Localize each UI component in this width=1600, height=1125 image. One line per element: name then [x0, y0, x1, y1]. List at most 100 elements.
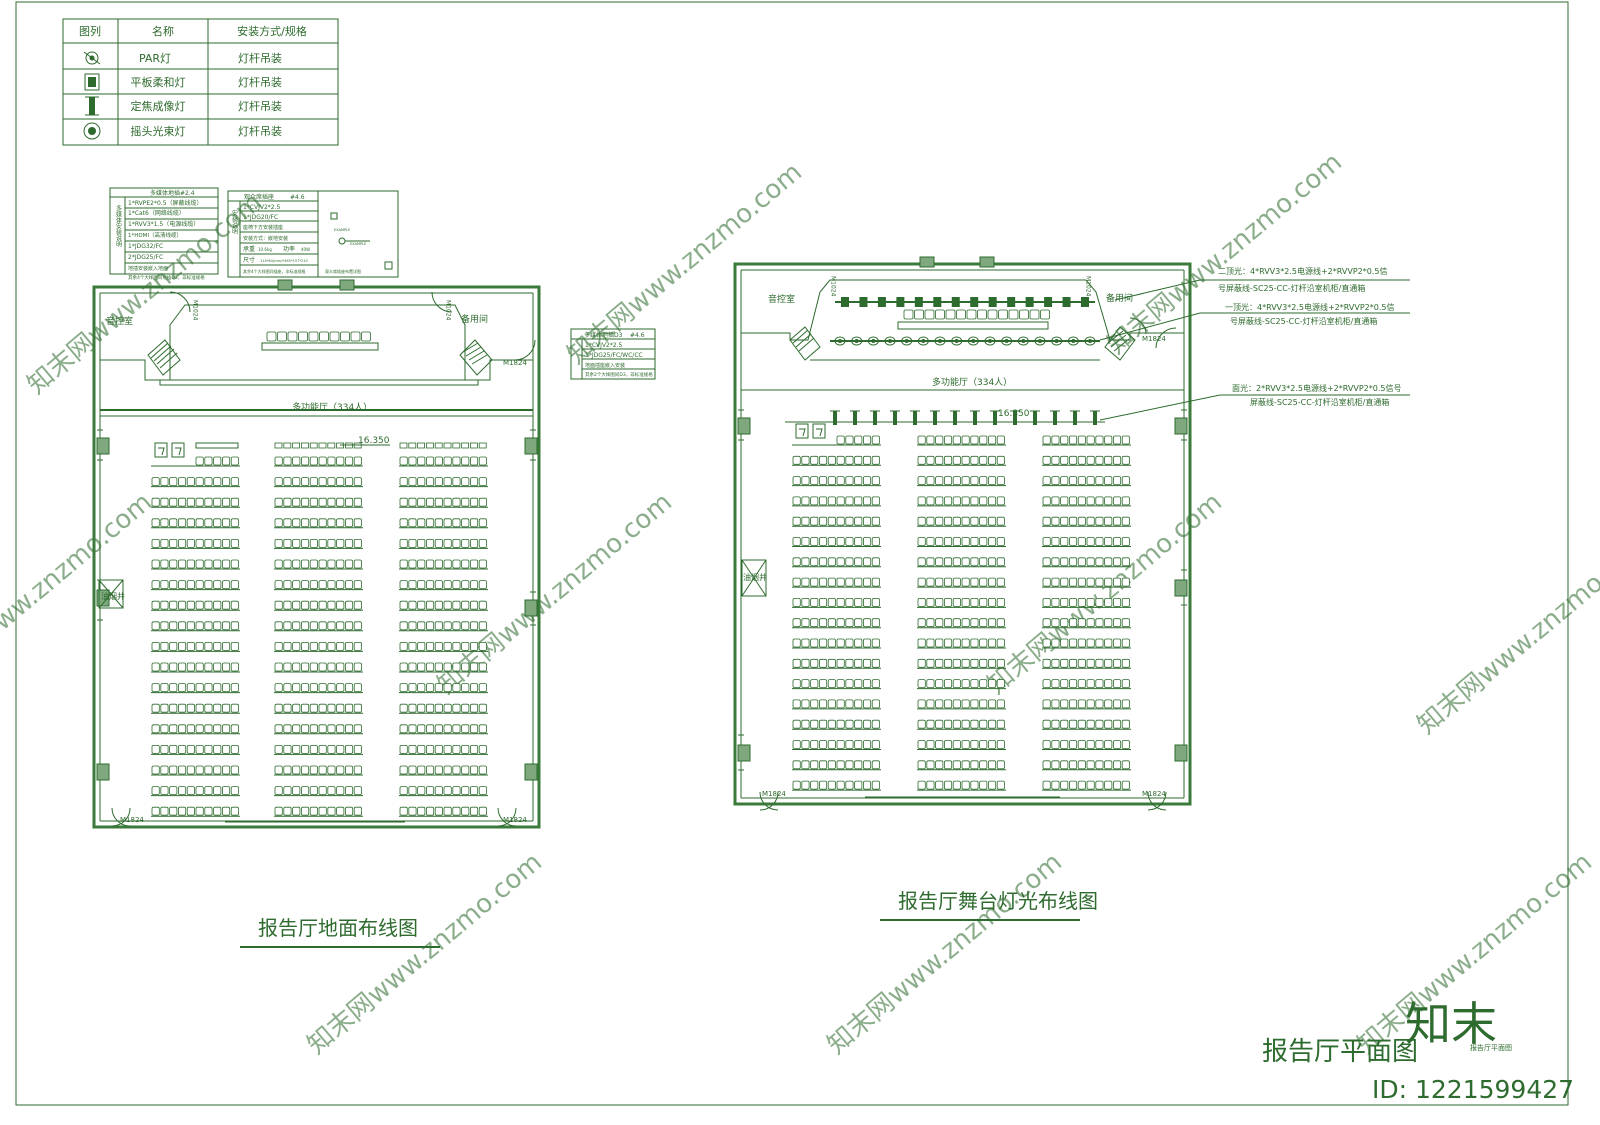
seat [979, 679, 988, 688]
seat [274, 621, 283, 631]
box1-line-6: 2*JDG25/FC [128, 254, 163, 261]
annotation-3-line-2: 屏蔽线-SC25-CC-灯杆沿室机柜/直通箱 [1250, 397, 1389, 407]
seat [177, 539, 187, 548]
seat [836, 658, 845, 668]
seat [327, 724, 336, 734]
seat [336, 621, 345, 631]
seat [425, 600, 435, 610]
seat [1086, 638, 1095, 648]
seat [836, 638, 845, 648]
plan2-spare-room: 备用间 [1106, 292, 1133, 304]
profile-spot-light-icon [1033, 411, 1037, 425]
seat [230, 497, 239, 507]
seat [1077, 658, 1086, 668]
seat [274, 662, 283, 672]
seat [1095, 537, 1104, 546]
box2-power: 40W [301, 247, 310, 252]
id-watermark: ID: 1221599427 [1372, 1075, 1574, 1104]
seat [944, 699, 953, 709]
seat [434, 477, 443, 487]
seat [1121, 476, 1130, 486]
box3-line-3: 地面插座嵌入安装 [585, 362, 625, 369]
stage-seat [340, 331, 350, 342]
seat [1095, 516, 1104, 526]
seat [1121, 679, 1130, 688]
seat [1077, 679, 1086, 688]
box2-load: 10.6kg [258, 247, 272, 252]
par-light-icon [1007, 297, 1016, 307]
seat [353, 786, 362, 795]
seat [1060, 435, 1069, 445]
seat [935, 638, 944, 648]
seat [230, 806, 239, 816]
seat [283, 806, 292, 816]
brand-watermark: 知末 [1405, 997, 1497, 1051]
seat [469, 580, 479, 589]
seat [318, 600, 327, 610]
seat [801, 516, 810, 526]
plan2-door-m1024-b: M1024 [1085, 276, 1092, 297]
seat [399, 703, 408, 713]
watermark-text: 知末网www.znzmo.com [1412, 527, 1600, 740]
seat [1095, 740, 1104, 749]
seat [1113, 435, 1122, 445]
box1-side: 多媒体安装说明 [115, 204, 122, 248]
seat [452, 662, 461, 672]
seat [1060, 598, 1069, 607]
seat [1042, 476, 1051, 486]
light-core [938, 339, 942, 343]
seat [230, 518, 239, 528]
seat [1060, 455, 1069, 465]
seat [1042, 435, 1051, 445]
seat [151, 786, 160, 795]
seat [1121, 638, 1130, 648]
seat [417, 559, 426, 569]
seat [1060, 537, 1069, 546]
seat [810, 719, 819, 729]
seat [979, 719, 988, 729]
seat [353, 745, 362, 754]
seat [810, 760, 819, 770]
seat [952, 780, 961, 790]
seat [434, 621, 443, 631]
box2-size: 114*64(mm)*465*157*210 [260, 259, 308, 263]
seat [425, 539, 435, 548]
stage-seat [329, 331, 340, 342]
seat [854, 740, 863, 749]
seat [292, 703, 301, 713]
seat [827, 577, 836, 587]
seat [274, 559, 283, 569]
seat [1095, 719, 1104, 729]
seat [810, 780, 819, 790]
seat [283, 703, 292, 713]
seat [836, 476, 845, 486]
seat [353, 703, 362, 713]
seat [827, 780, 836, 790]
box1-line-3: 1*RVV3*1.5（电源线缆） [128, 220, 199, 228]
seat [801, 577, 810, 587]
seat [292, 600, 301, 610]
seat [979, 598, 988, 607]
seat [845, 516, 854, 526]
seat [827, 557, 836, 567]
moving-head-light-icon [1034, 336, 1046, 346]
seat [469, 559, 479, 569]
moving-head-light-icon [83, 122, 101, 140]
seat [169, 662, 178, 672]
seat [827, 638, 836, 648]
annotation-2-line-1: 一顶光：4*RVV3*2.5电源线+2*RVVP2*0.5信 [1225, 302, 1394, 312]
seat [1113, 618, 1122, 628]
seat [1077, 435, 1086, 445]
seat [935, 658, 944, 668]
seat [801, 719, 810, 729]
seat [979, 658, 988, 668]
seat [344, 518, 354, 528]
box2-side: 安装说明 [231, 209, 238, 235]
box2-power-label: 功率 [283, 245, 295, 253]
seat [204, 765, 213, 775]
seat [792, 476, 801, 486]
seat [469, 642, 479, 651]
seat [1077, 699, 1086, 709]
seat [221, 806, 231, 816]
seat [863, 638, 872, 648]
